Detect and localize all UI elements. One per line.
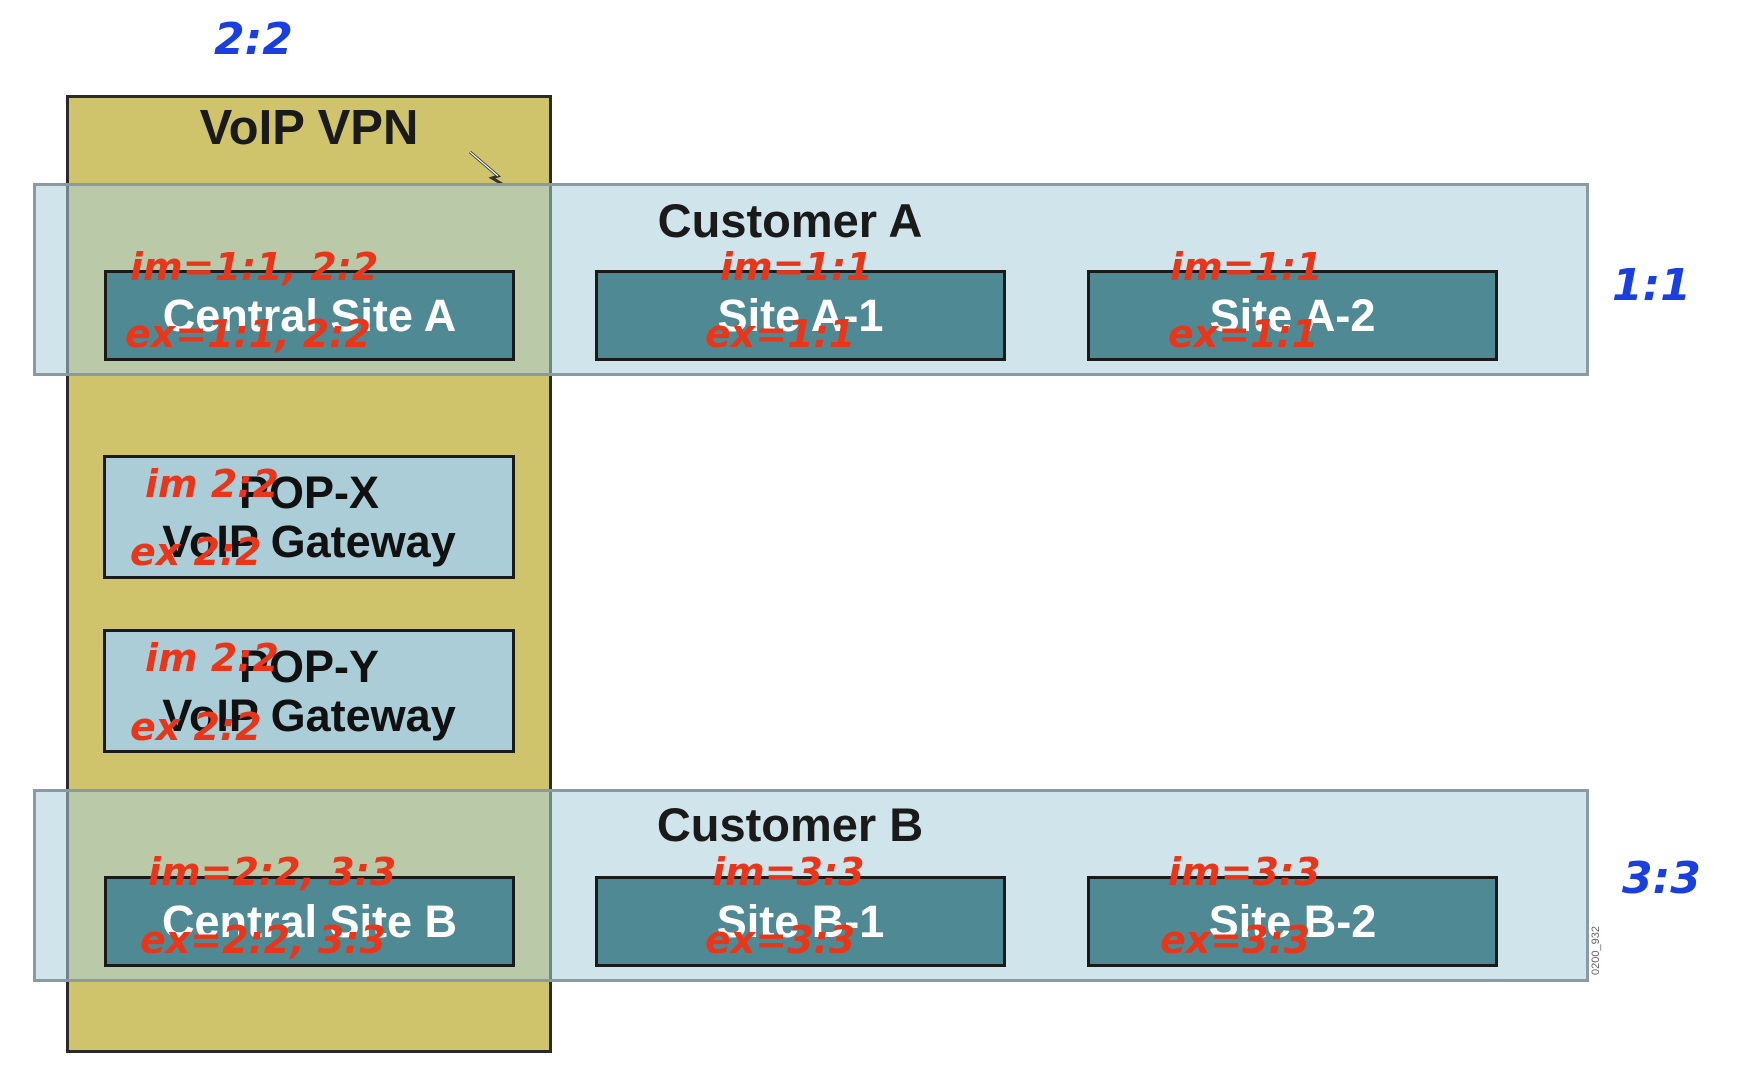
customer-a-title: Customer A [657, 194, 923, 247]
note-customer-a-rt: 1:1 [1612, 260, 1691, 311]
pop-x-import: im 2:2 [145, 462, 279, 506]
note-customer-b-rt: 3:3 [1622, 853, 1701, 904]
site-a-1-export: ex=1:1 [705, 312, 856, 356]
figure-code: 0200_932 [1590, 926, 1602, 975]
site-b-1-export: ex=3:3 [705, 918, 856, 962]
central-site-b-import: im=2:2, 3:3 [148, 850, 397, 894]
voip-vpn-title: VoIP VPN [199, 101, 419, 155]
central-site-a-export: ex=1:1, 2:2 [125, 312, 371, 356]
site-a-1: Site A-1 [595, 270, 1006, 361]
site-a-2-export: ex=1:1 [1168, 312, 1319, 356]
site-b-1: Site B-1 [595, 876, 1006, 967]
note-voip-rt: 2:2 [214, 14, 293, 65]
site-a-2: Site A-2 [1087, 270, 1498, 361]
site-b-2: Site B-2 [1087, 876, 1498, 967]
site-b-2-export: ex=3:3 [1160, 918, 1311, 962]
central-site-a-import: im=1:1, 2:2 [130, 245, 379, 289]
pointer-cursor-icon [469, 150, 503, 186]
customer-b-title: Customer B [656, 798, 924, 851]
central-site-b-export: ex=2:2, 3:3 [140, 918, 386, 962]
central-site-b: Central Site B [104, 876, 515, 967]
pop-x-export: ex 2:2 [130, 530, 262, 574]
pop-y-import: im 2:2 [145, 636, 279, 680]
pop-y-export: ex 2:2 [130, 705, 262, 749]
site-a-1-import: im=1:1 [720, 245, 873, 289]
site-b-1-import: im=3:3 [712, 850, 865, 894]
site-a-2-import: im=1:1 [1170, 245, 1323, 289]
site-b-2-import: im=3:3 [1168, 850, 1321, 894]
central-site-a: Central Site A [104, 270, 515, 361]
